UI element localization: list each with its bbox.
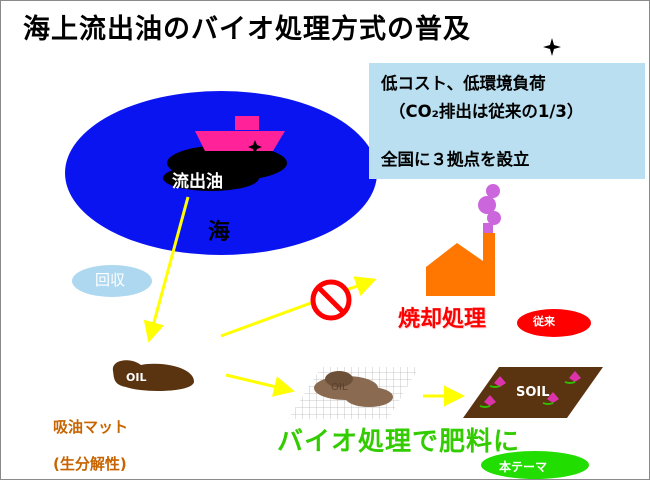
sparkle-icon <box>248 140 262 154</box>
grid-oil-blob <box>345 387 393 407</box>
theme-badge <box>481 451 589 479</box>
recovery-label: 回収 <box>95 271 126 289</box>
bio-fertilizer-label: バイオ処理で肥料に <box>277 427 521 457</box>
arrow-to-bio <box>225 373 295 397</box>
sea-label: 海 <box>208 220 231 245</box>
biodegradable-label: (生分解性) <box>53 455 127 473</box>
spilled-oil-label: 流出油 <box>172 172 223 192</box>
recovery-badge <box>72 265 152 297</box>
absorbent-mat-label: 吸油マット <box>53 418 129 436</box>
flower-icon <box>542 392 559 405</box>
info-line-cost: 低コスト、低環境負荷 <box>381 74 546 93</box>
ship-icon <box>195 116 285 151</box>
incineration-label: 焼却処理 <box>398 307 487 332</box>
info-box: 低コスト、低環境負荷 （CO₂排出は従来の1/3） 全国に３拠点を設立 <box>369 63 645 179</box>
conventional-label: 従来 <box>533 315 555 328</box>
page-title: 海上流出油のバイオ処理方式の普及 <box>23 14 471 45</box>
oil-mat-blob <box>112 360 195 391</box>
flower-icon <box>479 395 496 408</box>
soil-label: SOIL <box>516 385 550 400</box>
sparkle-icon <box>543 38 561 56</box>
oil-mat-label: OIL <box>126 371 147 384</box>
arrow-recover <box>143 196 190 343</box>
oil-grid-label: OIL <box>331 382 348 393</box>
oil-slick-lower <box>163 165 259 191</box>
this-theme-label: 本テーマ <box>499 460 548 474</box>
info-line-bases: 全国に３拠点を設立 <box>381 150 530 169</box>
info-line-co2: （CO₂排出は従来の1/3） <box>389 102 584 121</box>
flower-icon <box>489 376 506 388</box>
conventional-badge <box>517 309 591 337</box>
grid-oil-blob <box>325 371 353 387</box>
no-sign-icon <box>310 279 352 321</box>
flower-icon <box>564 371 581 384</box>
factory-icon <box>426 184 501 296</box>
